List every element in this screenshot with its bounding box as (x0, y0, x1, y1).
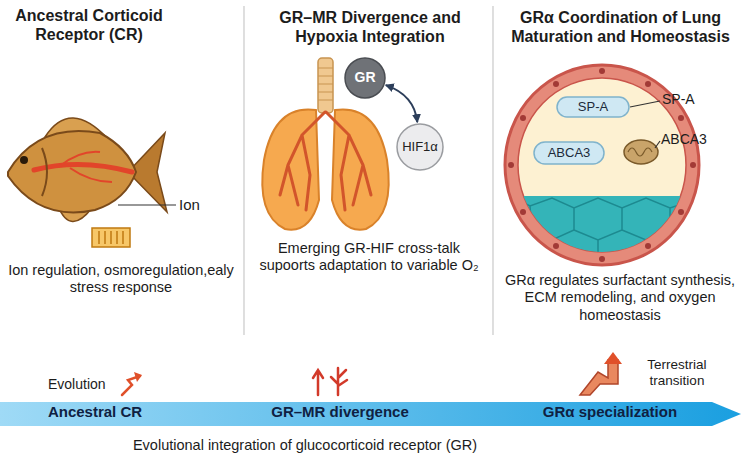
factor-circle: HIF1α (396, 123, 444, 171)
panel-description: Emerging GR-HIF cross-talk supoorts adap… (252, 240, 486, 275)
part-label: SP-A (662, 91, 722, 108)
alveolus-illustration (678, 115, 684, 121)
branching-icon (313, 368, 347, 395)
alveolus-illustration (628, 148, 652, 156)
crosstalk-arrow (386, 85, 418, 122)
node-label: GR (355, 70, 376, 85)
stage-name: GR–MR divergence (245, 403, 435, 420)
fish-illustration (8, 118, 176, 247)
receptor-circle: GR (344, 57, 386, 99)
lung-illustration (326, 112, 371, 210)
fish-illustration (118, 204, 176, 205)
node-outline (534, 142, 604, 164)
node-outline (345, 58, 385, 98)
node-label: ABCA3 (548, 146, 591, 160)
lung-illustration (318, 68, 333, 100)
protein-pill: SP-A (556, 96, 630, 118)
stage-name: GRα specialization (515, 403, 705, 420)
alveolus-illustration (599, 68, 605, 74)
terrestrial-icon (580, 352, 622, 395)
alveolus-illustration (553, 81, 559, 87)
panel-heading: GR–MR Divergence and Hypoxia Integration (250, 8, 490, 46)
part-label: ABCA3 (661, 131, 731, 148)
alveolus-illustration (645, 243, 651, 249)
alveolus-illustration (690, 162, 696, 168)
branching-icon (331, 368, 347, 395)
panel-description: Ion regulation, osmoregulation,ealy stre… (4, 262, 238, 297)
terrestrial-icon (580, 360, 618, 395)
fish-illustration (92, 228, 130, 247)
lung-illustration (262, 58, 388, 230)
protein-pill: ABCA3 (533, 141, 605, 165)
stage-name: Ancestral CR (20, 403, 170, 420)
alveolus-illustration (520, 209, 526, 215)
fish-illustration (60, 152, 112, 182)
alveolus-illustration (655, 141, 660, 148)
evolution-icon (134, 372, 142, 382)
terrestrial-icon (604, 352, 622, 364)
lung-illustration (318, 58, 333, 113)
panel-divider (244, 6, 493, 335)
fish-illustration (20, 156, 28, 164)
panel-divider (243, 6, 244, 335)
panel-description: GRα regulates surfactant synthesis, ECM … (500, 272, 740, 324)
node-label: HIF1α (402, 140, 438, 154)
fish-illustration (42, 148, 47, 196)
alveolus-illustration (510, 196, 700, 262)
lung-illustration (280, 112, 325, 210)
node-label: SP-A (578, 100, 608, 114)
stage-note: Evolution (48, 376, 128, 393)
fish-illustration (34, 164, 132, 172)
band-arrow (0, 402, 741, 426)
alveolus-illustration (630, 101, 660, 107)
alveolus-illustration (553, 243, 559, 249)
figure-caption: Evolutional integration of glucocorticoi… (0, 437, 610, 454)
node-outline (557, 97, 629, 117)
timeline-band: Ancestral CR GR–MR divergence GRα speciali… (0, 398, 743, 430)
panel-divider (492, 6, 493, 335)
alveolus-illustration (645, 81, 651, 87)
fish-illustration (99, 231, 123, 244)
alveolus-illustration (678, 209, 684, 215)
alveolus-illustration (520, 115, 526, 121)
fish-illustration (8, 131, 136, 212)
panel-heading: Ancestral Corticoid Receptor (CR) (14, 6, 164, 44)
alveolus-illustration (510, 196, 700, 266)
alveolus-illustration (624, 140, 658, 164)
node-outline (397, 124, 443, 170)
branching-icon (313, 370, 323, 395)
alveolus-illustration (508, 162, 514, 168)
stage-note: Terrestrial transition (622, 357, 732, 389)
part-label: Ion (179, 196, 219, 214)
alveolus-illustration (510, 196, 700, 266)
evolution-icon (122, 372, 142, 395)
panel-heading: GRα Coordination of Lung Maturation and … (498, 8, 743, 46)
alveolus-illustration (599, 256, 605, 262)
